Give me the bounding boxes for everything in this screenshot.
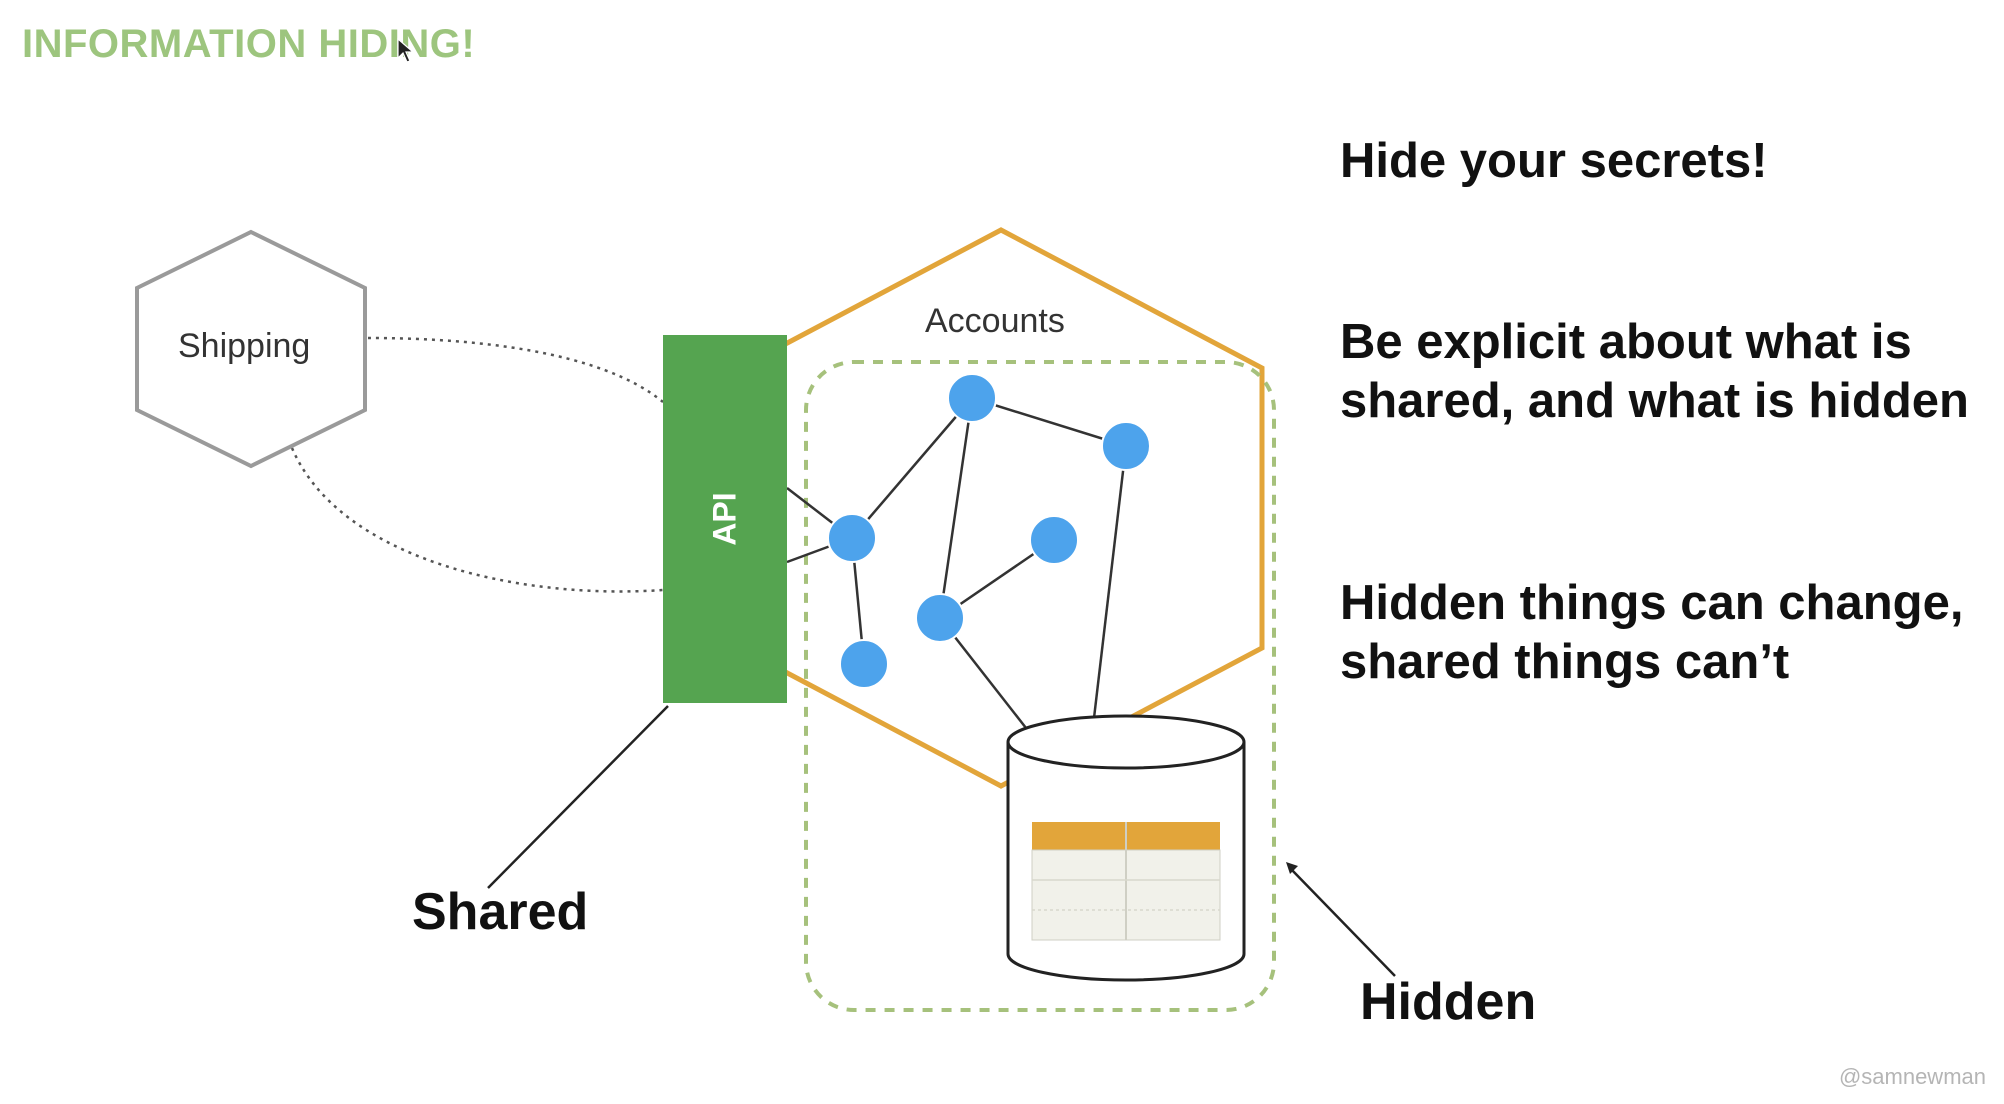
shipping-label: Shipping <box>178 327 311 365</box>
bullet-hidden-things: Hidden things can change, shared things … <box>1340 576 1964 689</box>
accounts-label: Accounts <box>925 302 1065 340</box>
shared-pointer-line <box>487 705 669 889</box>
database-icon <box>1006 714 1246 982</box>
node <box>839 639 889 689</box>
shipping-api-connector-top <box>367 336 664 403</box>
api-label: API <box>706 492 743 546</box>
node-links <box>850 396 1128 729</box>
shipping-api-connector-bottom <box>290 447 664 593</box>
node <box>915 593 965 643</box>
node <box>947 373 997 423</box>
internal-nodes <box>827 373 1151 689</box>
hidden-boundary <box>804 360 1276 1012</box>
bullet-be-explicit: Be explicit about what is shared, and wh… <box>1340 315 1969 428</box>
hidden-label: Hidden <box>1360 973 1537 1031</box>
bullet-hide-secrets: Hide your secrets! <box>1340 134 1768 188</box>
shared-label: Shared <box>412 883 589 941</box>
hidden-pointer-arrow <box>1286 862 1396 977</box>
cursor-icon <box>397 38 415 63</box>
author-watermark: @samnewman <box>1838 1064 1986 1089</box>
api-box: API <box>663 335 787 703</box>
node <box>827 513 877 563</box>
node <box>1029 515 1079 565</box>
node <box>1101 421 1151 471</box>
shipping-service-hexagon <box>135 229 367 469</box>
